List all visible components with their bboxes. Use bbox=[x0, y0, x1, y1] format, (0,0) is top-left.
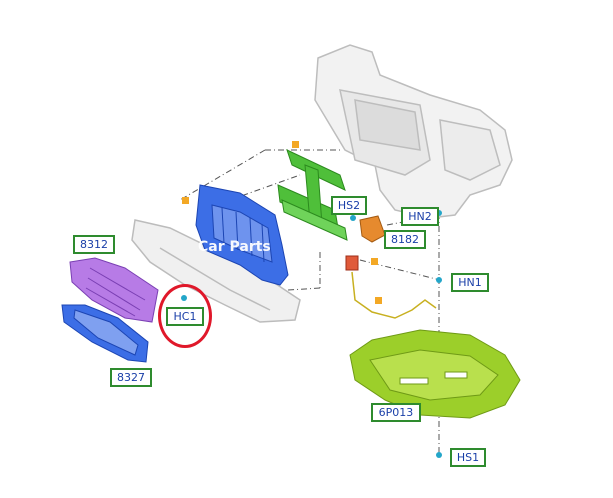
callout-hn2[interactable]: HN2 bbox=[401, 207, 439, 226]
sensor-harness bbox=[351, 271, 437, 319]
callout-hn1[interactable]: HN1 bbox=[451, 273, 489, 292]
air-duct bbox=[69, 257, 159, 323]
highlight-circle bbox=[158, 284, 212, 348]
sensor-bracket bbox=[359, 215, 386, 243]
pin-hn2 bbox=[436, 210, 442, 216]
callout-hc1[interactable]: HC1 bbox=[166, 307, 204, 326]
pin-hs1 bbox=[436, 452, 442, 458]
air-deflector bbox=[277, 149, 348, 241]
callout-8312[interactable]: 8312 bbox=[73, 235, 115, 254]
pin-hn1 bbox=[436, 277, 442, 283]
callout-8182[interactable]: 8182 bbox=[384, 230, 426, 249]
pin-hs2 bbox=[350, 215, 356, 221]
flag-marker-2 bbox=[292, 141, 299, 148]
lower-grille bbox=[61, 304, 149, 363]
sensor-connector bbox=[345, 255, 359, 271]
flag-marker-4 bbox=[371, 258, 378, 265]
skid-plate bbox=[349, 329, 521, 419]
radiator-support-frame bbox=[314, 44, 513, 219]
flag-marker-1 bbox=[182, 197, 189, 204]
flag-marker-3 bbox=[375, 297, 382, 304]
callout-hs2[interactable]: HS2 bbox=[331, 196, 367, 215]
watermark-text: Car Parts bbox=[198, 239, 271, 255]
callout-6p013[interactable]: 6P013 bbox=[371, 403, 421, 422]
callout-8327[interactable]: 8327 bbox=[110, 368, 152, 387]
callout-hs1[interactable]: HS1 bbox=[450, 448, 486, 467]
pin-hc1 bbox=[181, 295, 187, 301]
grille-shutter bbox=[195, 184, 289, 286]
